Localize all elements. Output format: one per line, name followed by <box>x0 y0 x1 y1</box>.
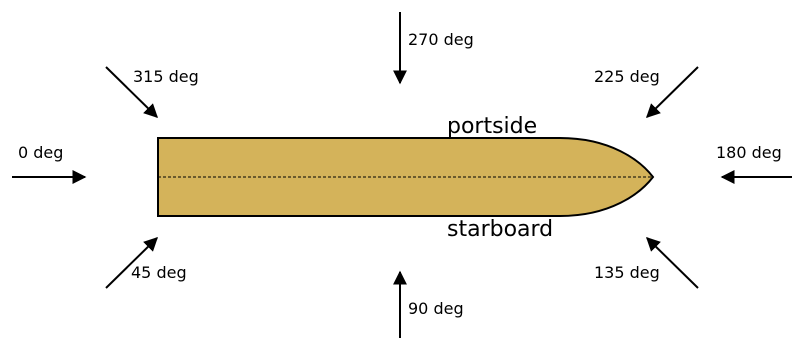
label-225-deg: 225 deg <box>594 67 660 86</box>
arrow-315-deg-line <box>105 66 158 118</box>
arrow-135-deg-line <box>646 237 699 289</box>
label-0-deg: 0 deg <box>18 143 63 162</box>
arrow-270-deg: 270 deg <box>393 12 474 85</box>
starboard-label: starboard <box>447 217 553 242</box>
portside-label: portside <box>447 114 537 139</box>
ship-hull: portside starboard <box>157 114 655 242</box>
label-270-deg: 270 deg <box>408 30 474 49</box>
arrow-90-deg: 90 deg <box>393 270 464 338</box>
label-135-deg: 135 deg <box>594 263 660 282</box>
arrow-180-deg: 180 deg <box>716 143 792 184</box>
label-315-deg: 315 deg <box>133 67 199 86</box>
label-45-deg: 45 deg <box>131 263 187 282</box>
arrow-45-deg: 45 deg <box>105 237 187 289</box>
arrow-0-deg: 0 deg <box>12 143 87 184</box>
label-90-deg: 90 deg <box>408 299 464 318</box>
arrow-315-deg: 315 deg <box>105 66 199 118</box>
arrow-225-deg-line <box>646 66 699 118</box>
arrow-225-deg: 225 deg <box>594 66 699 118</box>
arrow-135-deg: 135 deg <box>594 237 699 289</box>
arrow-45-deg-line <box>105 237 158 289</box>
label-180-deg: 180 deg <box>716 143 782 162</box>
